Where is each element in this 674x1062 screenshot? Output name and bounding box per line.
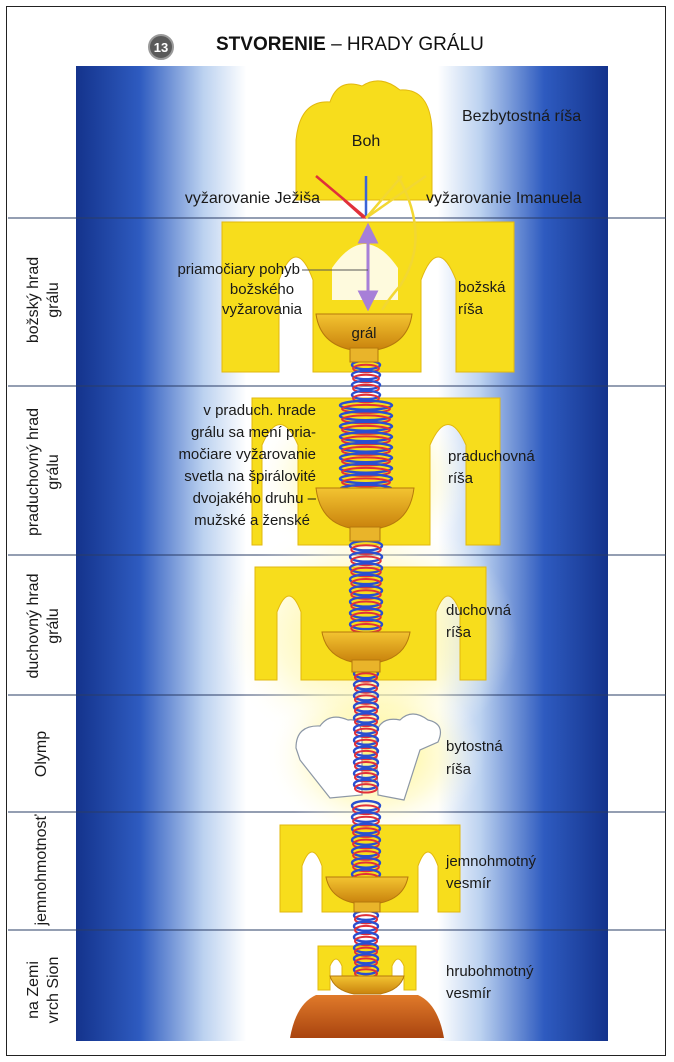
mountain-sion-shape <box>290 995 444 1038</box>
jemnohmotny-line-2: vesmír <box>446 875 491 892</box>
side-jemnohmotnost: jemnohmotnosť <box>33 814 50 927</box>
praduch-text-5: dvojakého druhu – <box>193 490 317 507</box>
side-hrubohmotny-1: na Zemi <box>25 961 42 1019</box>
bytostna-risa-line-1: bytostná <box>446 738 503 755</box>
jemnohmotny-line-1: jemnohmotný <box>445 853 537 870</box>
vyzarovanie-imanuela-label: vyžarovanie Imanuela <box>426 190 582 207</box>
pohyb-line-2: božského <box>230 281 294 298</box>
bezbytostna-label: Bezbytostná ríša <box>462 108 581 125</box>
duchovna-risa-line-2: ríša <box>446 624 472 641</box>
praduch-text-6: mužské a ženské <box>194 512 310 529</box>
pohyb-line-3: vyžarovania <box>222 301 303 318</box>
praduch-text-3: močiare vyžarovanie <box>178 446 316 463</box>
bozska-risa-line-2: ríša <box>458 301 484 318</box>
praduch-text-1: v praduch. hrade <box>203 402 316 419</box>
bytostna-risa-line-2: ríša <box>446 761 472 778</box>
praduchovna-risa-line-2: ríša <box>448 470 474 487</box>
gral-stem-bozsky <box>350 348 378 362</box>
side-bozsky-1: božský hrad <box>25 257 42 343</box>
hrubohmotny-line-2: vesmír <box>446 985 491 1002</box>
praduch-text-4: svetla na špirálovité <box>184 468 316 485</box>
side-praduchovny-1: praduchovný hrad <box>25 408 42 536</box>
side-olymp: Olymp <box>33 731 50 777</box>
stem-duchovny <box>352 660 380 672</box>
side-duchovny-1: duchovný hrad <box>25 574 42 679</box>
hrubohmotny-line-1: hrubohmotný <box>446 963 534 980</box>
bozska-risa-line-1: božská <box>458 279 506 296</box>
boh-label: Boh <box>352 133 380 150</box>
praduch-text-2: grálu sa mení pria- <box>191 424 316 441</box>
side-duchovny-2: grálu <box>45 608 62 644</box>
praduchovna-risa-line-1: praduchovná <box>448 448 535 465</box>
pohyb-line-1: priamočiary pohyb <box>177 261 300 278</box>
stem-jemnohmotny <box>354 902 380 912</box>
side-hrubohmotny-2: vrch Sion <box>45 957 62 1024</box>
stem-praduchovny <box>350 527 380 541</box>
duchovna-risa-line-1: duchovná <box>446 602 512 619</box>
side-praduchovny-2: grálu <box>45 454 62 490</box>
gral-label: grál <box>351 325 376 342</box>
side-bozsky-2: grálu <box>45 282 62 318</box>
vyzarovanie-jezisa-label: vyžarovanie Ježiša <box>185 190 320 207</box>
